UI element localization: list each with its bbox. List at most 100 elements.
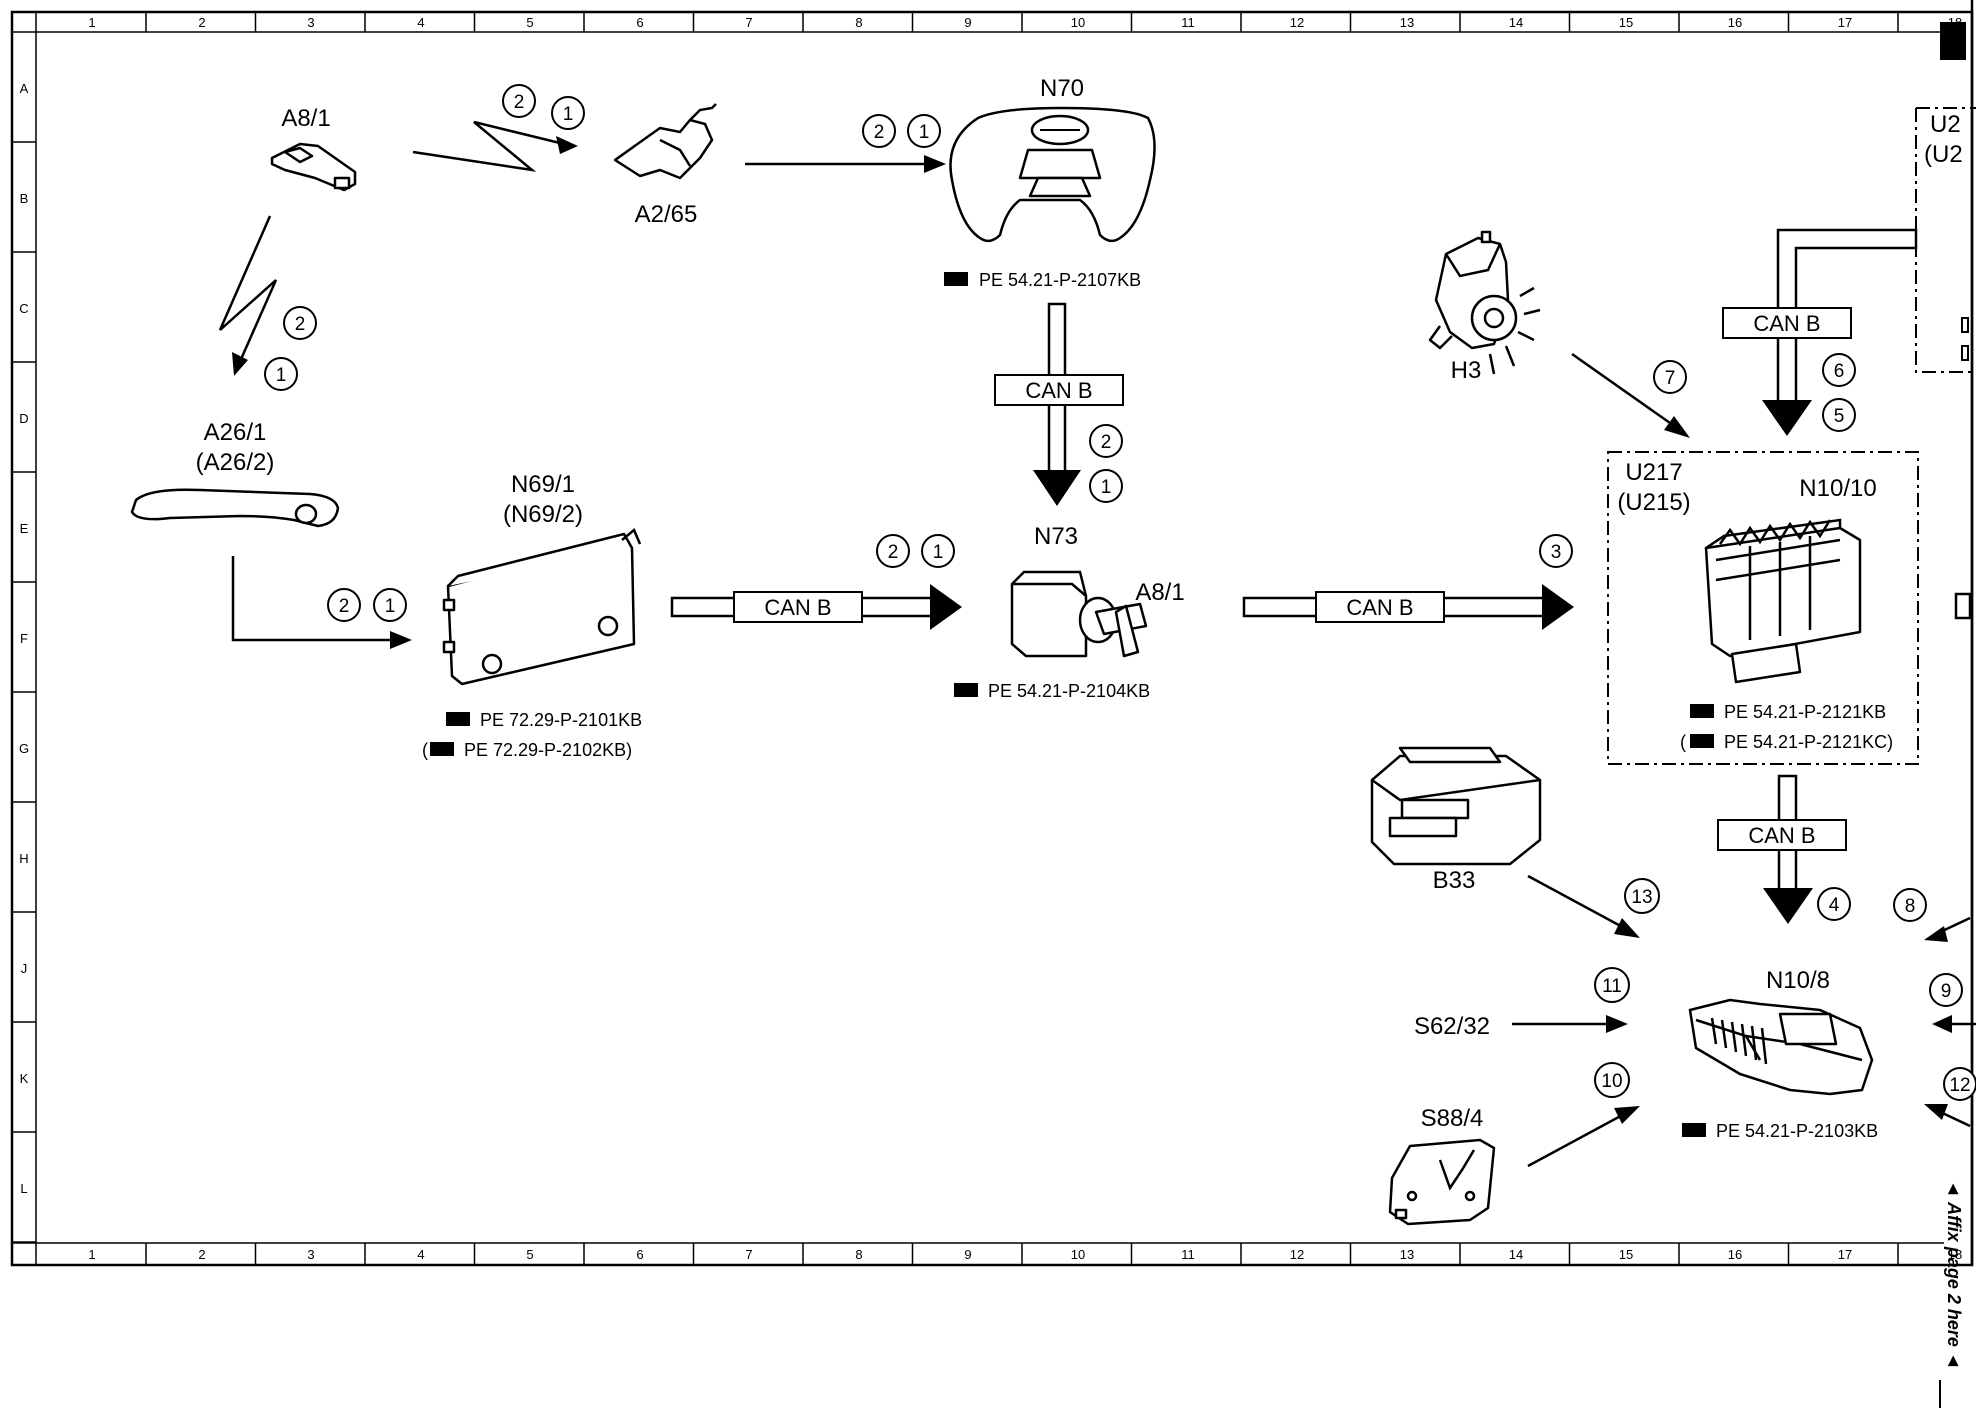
- col-label-7: 7: [745, 15, 752, 30]
- cut-element: [1961, 345, 1969, 361]
- svg-text:1: 1: [933, 542, 944, 563]
- col-label-2: 2: [198, 15, 205, 30]
- svg-text:PE 72.29-P-2101KB: PE 72.29-P-2101KB: [480, 710, 642, 730]
- col-label-6: 6: [636, 15, 643, 30]
- b33-sensor: [1370, 746, 1542, 866]
- label-u2-paren-cut: (U2: [1924, 141, 1963, 168]
- svg-text:PE 54.21-P-2104KB: PE 54.21-P-2104KB: [988, 681, 1150, 701]
- n10-10-sam-control-unit: [1704, 518, 1862, 684]
- svg-text:1: 1: [563, 104, 574, 125]
- col-label-15-bottom: 15: [1619, 1247, 1633, 1262]
- row-label-k: K: [20, 1071, 29, 1086]
- row-label-f: F: [20, 631, 28, 646]
- col-label-4-bottom: 4: [417, 1247, 424, 1262]
- callout-1: 1: [921, 534, 955, 568]
- reference-hand-icon: [446, 712, 470, 726]
- col-label-14: 14: [1509, 15, 1523, 30]
- svg-text:12: 12: [1949, 1075, 1970, 1096]
- svg-text:2: 2: [888, 542, 899, 563]
- svg-text:9: 9: [1941, 981, 1952, 1002]
- callout-3: 3: [1539, 534, 1573, 568]
- callout-9: 9: [1929, 973, 1963, 1007]
- arrowhead: [924, 155, 946, 173]
- svg-text:(: (: [422, 740, 428, 760]
- label-a26-2: (A26/2): [196, 449, 275, 476]
- arrowhead: [1924, 926, 1948, 942]
- can-bus-n69-n73: CAN B: [670, 584, 962, 630]
- col-label-13: 13: [1400, 15, 1414, 30]
- label-a2-65: A2/65: [635, 201, 698, 228]
- reference-hand-icon: [1690, 704, 1714, 718]
- reference-n69-1: PE 72.29-P-2101KB: [446, 710, 642, 730]
- arrowhead: [1664, 416, 1690, 438]
- col-label-9-bottom: 9: [964, 1247, 971, 1262]
- radio-signal-zigzag-2: [218, 215, 278, 367]
- col-label-18-bottom: 18: [1948, 1247, 1962, 1262]
- label-s62-32: S62/32: [1414, 1013, 1490, 1040]
- svg-text:PE 54.21-P-2103KB: PE 54.21-P-2103KB: [1716, 1121, 1878, 1141]
- callout-11: 11: [1594, 967, 1630, 1003]
- reference-n70: PE 54.21-P-2107KB: [944, 270, 1141, 290]
- column-labels: 1 2 3 4 5 6 7 8 9 10 11 12 13 14 15 16 1…: [88, 15, 1962, 1262]
- arrowhead: [1606, 1015, 1628, 1033]
- reference-hand-icon: [954, 683, 978, 697]
- reference-n73: PE 54.21-P-2104KB: [954, 681, 1150, 701]
- callout-1: 1: [264, 357, 298, 391]
- col-label-14-bottom: 14: [1509, 1247, 1523, 1262]
- a8-1-transmitter-key: [270, 142, 357, 192]
- reference-hand-icon: [944, 272, 968, 286]
- col-label-9: 9: [964, 15, 971, 30]
- svg-text:PE 54.21-P-2107KB: PE 54.21-P-2107KB: [979, 270, 1141, 290]
- col-label-1: 1: [88, 15, 95, 30]
- n10-8-sam-rear-control-unit: [1688, 998, 1874, 1096]
- col-label-18: 18: [1948, 15, 1962, 30]
- svg-text:6: 6: [1834, 361, 1845, 382]
- svg-text:CAN B: CAN B: [1753, 311, 1820, 336]
- svg-text:1: 1: [276, 365, 287, 386]
- callout-13: 13: [1624, 878, 1660, 914]
- callout-6: 6: [1822, 353, 1856, 387]
- label-u2-cut: U2: [1930, 111, 1961, 138]
- can-bus-n73-n10-10: CAN B: [1242, 584, 1574, 630]
- svg-text:2: 2: [1101, 432, 1112, 453]
- arrowhead: [232, 352, 248, 376]
- col-label-2-bottom: 2: [198, 1247, 205, 1262]
- callout-8: 8: [1893, 888, 1927, 922]
- callout-5: 5: [1822, 398, 1856, 432]
- callout-1: 1: [551, 96, 585, 130]
- label-a26-1: A26/1: [204, 419, 267, 446]
- reference-hand-icon: [1690, 734, 1714, 748]
- col-label-16: 16: [1728, 15, 1742, 30]
- label-b33: B33: [1433, 867, 1476, 894]
- callout-2: 2: [327, 588, 361, 622]
- row-label-a: A: [20, 81, 29, 96]
- callout-2: 2: [283, 306, 317, 340]
- col-label-12: 12: [1290, 15, 1304, 30]
- can-bus-u2-n10-10: CAN B: [1722, 228, 1918, 436]
- label-n73: N73: [1034, 523, 1078, 550]
- label-a8-1-switch: A8/1: [1135, 579, 1184, 606]
- svg-text:PE 54.21-P-2121KC): PE 54.21-P-2121KC): [1724, 732, 1893, 752]
- svg-text:CAN B: CAN B: [1346, 595, 1413, 620]
- label-a8-1-key: A8/1: [281, 105, 330, 132]
- col-label-5-bottom: 5: [526, 1247, 533, 1262]
- col-label-11-bottom: 11: [1181, 1247, 1195, 1262]
- callout-1: 1: [1089, 469, 1123, 503]
- signal-line: [1527, 874, 1629, 932]
- svg-text:7: 7: [1665, 368, 1676, 389]
- col-label-3-bottom: 3: [307, 1247, 314, 1262]
- drawing-frame: [10, 0, 1974, 1408]
- row-label-b: B: [20, 191, 29, 206]
- col-label-16-bottom: 16: [1728, 1247, 1742, 1262]
- callout-1: 1: [907, 114, 941, 148]
- svg-text:5: 5: [1834, 406, 1845, 427]
- arrowhead: [1614, 1106, 1640, 1124]
- label-n10-8: N10/8: [1766, 967, 1830, 994]
- svg-text:13: 13: [1631, 887, 1652, 908]
- svg-text:2: 2: [295, 314, 306, 335]
- signal-line: [1527, 1110, 1629, 1168]
- u217-module-boundary: [1607, 451, 1919, 765]
- page-marker-block: [1940, 22, 1966, 60]
- can-bus-n10-10-n10-8: CAN B: [1717, 774, 1847, 924]
